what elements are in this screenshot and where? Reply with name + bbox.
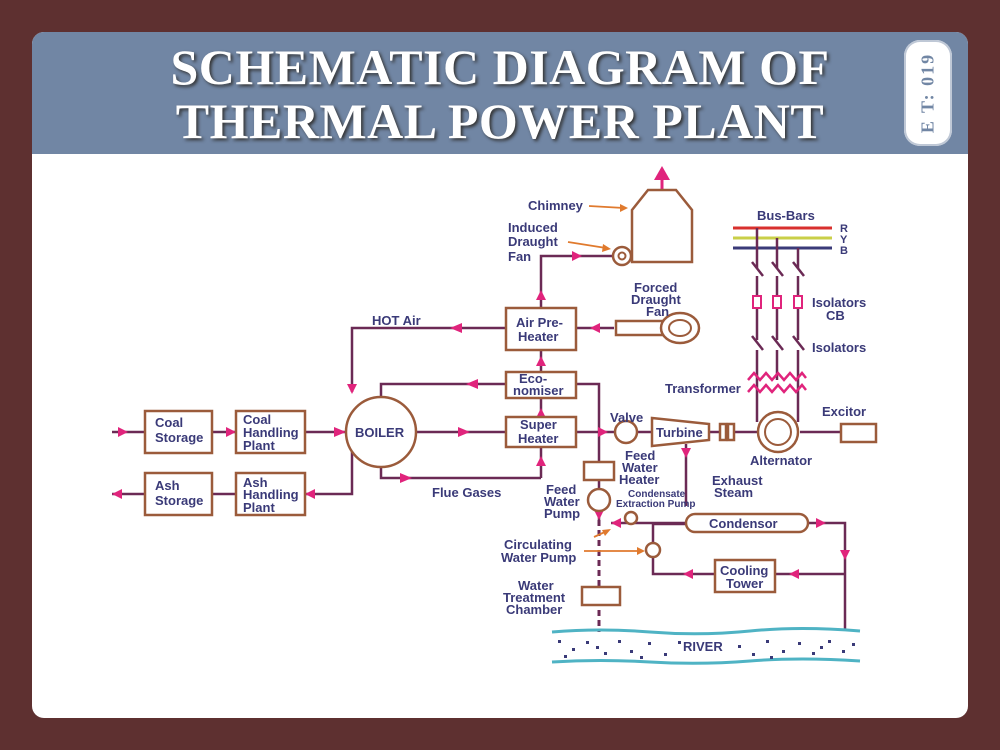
label-phase-y: Y	[840, 234, 848, 246]
condensor-box	[684, 512, 810, 534]
forced-draught-fan	[659, 311, 701, 345]
label-air-pre-2: Heater	[518, 329, 558, 344]
label-ash-storage-1: Ash	[155, 478, 180, 493]
boiler-circle	[344, 395, 418, 469]
turbine-shape	[650, 416, 711, 448]
label-alternator: Alternator	[750, 453, 812, 468]
label-isolators: Isolators	[812, 340, 866, 355]
flow-arrows	[112, 166, 850, 579]
flue-up-line	[539, 254, 614, 478]
title-line-1: SCHEMATIC DIAGRAM OF	[170, 39, 830, 95]
condensate-pump-icon	[623, 510, 639, 526]
label-ash-handling-2: Handling	[243, 487, 299, 502]
label-cooling-1: Cooling	[720, 563, 768, 578]
label-forced-3: Fan	[646, 304, 669, 319]
label-fwp-2: Water	[544, 494, 580, 509]
labels: Chimney Induced Draught Fan Forced Draug…	[155, 198, 866, 654]
label-super-2: Heater	[518, 431, 558, 446]
label-river: RIVER	[683, 639, 723, 654]
coal-storage-box	[143, 409, 214, 455]
label-wtc-2: Treatment	[503, 590, 566, 605]
chimney-shape	[630, 188, 694, 264]
label-hot-air: HOT Air	[372, 313, 421, 328]
title-line-2: THERMAL POWER PLANT	[175, 93, 825, 149]
label-bus-bars: Bus-Bars	[757, 208, 815, 223]
water-treatment-box	[580, 585, 622, 607]
ash-storage-box	[143, 471, 214, 517]
cooling-tower-box	[713, 558, 777, 594]
label-excitor: Excitor	[822, 404, 866, 419]
induced-draught-fan	[611, 245, 633, 267]
label-condensor: Condensor	[709, 516, 778, 531]
condensor-to-cooling	[808, 521, 847, 629]
label-cooling-2: Tower	[726, 576, 763, 591]
economiser-box	[504, 370, 578, 400]
label-exhaust-1: Exhaust	[712, 473, 763, 488]
coupling-1	[718, 422, 728, 442]
label-isolators-cb-1: Isolators	[812, 295, 866, 310]
ash-handling-box	[234, 471, 307, 517]
label-phase-b: B	[840, 245, 848, 257]
label-induced-2: Draught	[508, 234, 559, 249]
label-coal-handling-3: Plant	[243, 438, 275, 453]
bus-bars	[733, 226, 832, 394]
label-coal-storage-1: Coal	[155, 415, 183, 430]
callout-arrows	[567, 204, 645, 555]
label-fwp-1: Feed	[546, 482, 576, 497]
circulating-pump-icon	[644, 541, 662, 559]
label-boiler: BOILER	[355, 425, 405, 440]
label-cond-pump-1: Condensate	[628, 489, 686, 500]
label-air-pre-1: Air Pre-	[516, 315, 563, 330]
label-ash-handling-1: Ash	[243, 475, 268, 490]
label-transformer: Transformer	[665, 381, 741, 396]
hot-air-line	[350, 326, 541, 392]
boiler-to-ash	[305, 452, 354, 496]
label-ash-storage-2: Storage	[155, 493, 203, 508]
label-flue-gases: Flue Gases	[432, 485, 501, 500]
slide-badge: E T: 019	[904, 40, 952, 146]
label-eco-1: Eco-	[519, 371, 547, 386]
label-forced-1: Forced	[634, 280, 677, 295]
label-coal-storage-2: Storage	[155, 430, 203, 445]
valve-circle	[613, 419, 639, 445]
coupling-2	[726, 422, 736, 442]
label-fwh-2: Water	[622, 460, 658, 475]
label-exhaust-2: Steam	[714, 485, 753, 500]
label-fwp-3: Pump	[544, 506, 580, 521]
label-circ-1: Circulating	[504, 537, 572, 552]
feed-water-heater-box	[582, 460, 616, 482]
label-coal-handling-2: Handling	[243, 425, 299, 440]
diagram-panel: SCHEMATIC DIAGRAM OF THERMAL POWER PLANT…	[32, 32, 968, 718]
label-coal-handling-1: Coal	[243, 412, 271, 427]
label-induced-1: Induced	[508, 220, 558, 235]
label-forced-2: Draught	[631, 292, 682, 307]
label-chimney: Chimney	[528, 198, 584, 213]
label-wtc-1: Water	[518, 578, 554, 593]
label-isolators-cb-2: CB	[826, 308, 845, 323]
label-super-1: Super	[520, 417, 557, 432]
label-induced-3: Fan	[508, 249, 531, 264]
excitor-box	[839, 422, 878, 444]
label-turbine: Turbine	[656, 425, 703, 440]
alternator-circle	[756, 410, 800, 454]
label-phase-r: R	[840, 223, 848, 235]
title-banner: SCHEMATIC DIAGRAM OF THERMAL POWER PLANT…	[32, 32, 968, 154]
label-eco-2: nomiser	[513, 383, 564, 398]
label-valve: Valve	[610, 410, 643, 425]
label-wtc-3: Chamber	[506, 602, 562, 617]
label-fwh-1: Feed	[625, 448, 655, 463]
label-cond-pump-2: Extraction Pump	[616, 499, 695, 510]
feed-water-pump-circle	[586, 487, 612, 513]
air-preheater-box	[504, 306, 578, 352]
label-circ-2: Water Pump	[501, 550, 576, 565]
transformer-coil	[747, 371, 807, 382]
transformer-coil-2	[747, 383, 807, 394]
label-ash-handling-3: Plant	[243, 500, 275, 515]
coal-handling-box	[234, 409, 307, 455]
superheater-box	[504, 415, 578, 449]
river	[551, 627, 861, 665]
label-fwh-3: Heater	[619, 472, 659, 487]
